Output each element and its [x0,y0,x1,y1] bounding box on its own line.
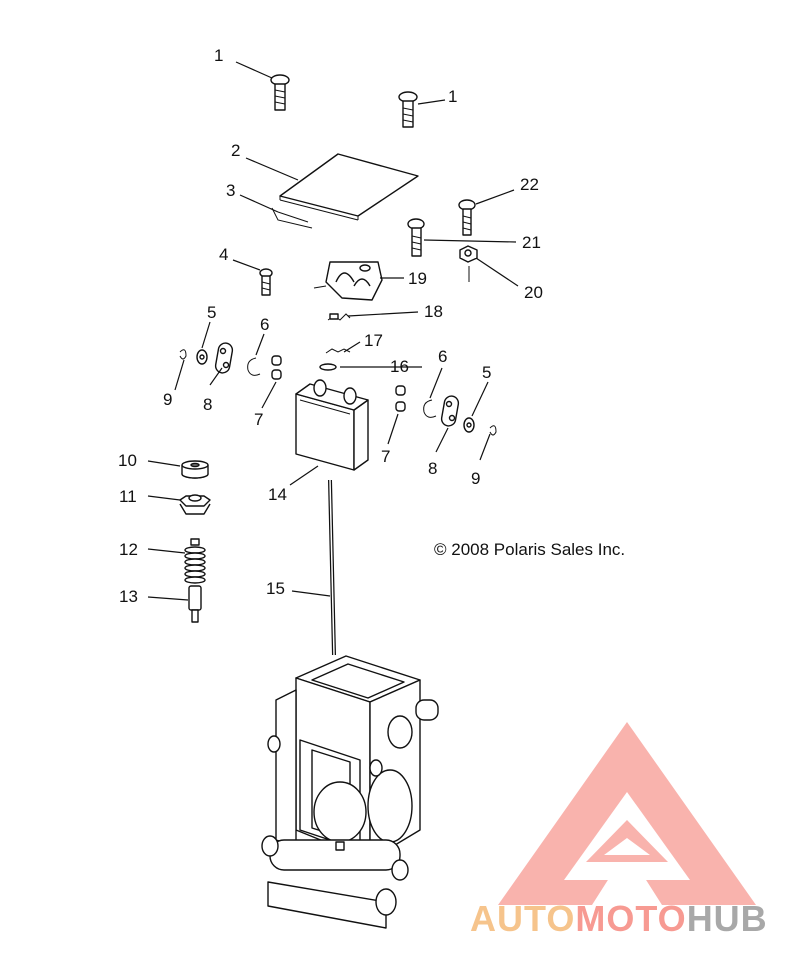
watermark-triangle-logo [498,722,756,905]
bushing-part-7-right [395,385,406,412]
callout-18: 18 [424,302,443,321]
bushing-part-7-left [271,355,282,380]
bracket-part-19 [313,261,383,301]
callout-3: 3 [226,181,235,200]
callout-9-right: 9 [471,469,480,488]
callout-1-left: 1 [214,46,223,65]
callout-1-right: 1 [448,87,457,106]
screw-part-22 [458,199,476,236]
callout-5-left: 5 [207,303,216,322]
washer-part-5-right [463,417,475,433]
clip-part-9-right [489,425,497,436]
watermark-moto: MOTO [575,898,687,939]
washer-part-5-left [196,349,208,365]
callout-8-left: 8 [203,395,212,414]
callout-5-right: 5 [482,363,491,382]
callout-10: 10 [118,451,137,470]
clip-part-9-left [179,349,187,360]
slide-valve-part-14 [295,379,369,471]
clip-part-6-left [247,357,261,376]
screw-part-4 [259,268,273,296]
callout-20: 20 [524,283,543,302]
cap-part-10 [181,460,209,479]
callout-7-left: 7 [254,410,263,429]
callout-19: 19 [408,269,427,288]
callout-4: 4 [219,245,228,264]
screw-part-1-left [270,74,290,111]
clip-part-17 [325,348,351,354]
leader-lines [147,61,519,601]
spring-clip-part-18 [327,313,351,321]
callout-14: 14 [268,485,287,504]
needle-part-15 [328,479,336,656]
watermark-logo-text: AUTOMOTOHUB [470,898,768,940]
carburetor-body [261,655,439,929]
nut-part-11 [179,494,211,515]
callout-22: 22 [520,175,539,194]
link-part-8-left [214,342,234,374]
link-part-8-right [440,395,460,427]
watermark-auto: AUTO [470,898,576,939]
callout-11: 11 [119,487,137,506]
callout-6-right: 6 [438,347,447,366]
callout-2: 2 [231,141,240,160]
nut-part-20 [459,245,478,282]
callout-6-left: 6 [260,315,269,334]
callout-16: 16 [390,357,409,376]
callout-12: 12 [119,540,138,559]
callout-15: 15 [266,579,285,598]
callout-17: 17 [364,331,383,350]
callout-7-right: 7 [381,447,390,466]
screw-part-1-right [398,91,418,128]
watermark-hub: HUB [686,898,768,939]
plate-part-2 [279,153,419,221]
callout-8-right: 8 [428,459,437,478]
screw-part-21 [407,218,425,257]
disc-part-16 [319,363,337,371]
copyright-notice: © 2008 Polaris Sales Inc. [434,540,626,559]
gasket-part-3 [271,207,313,229]
clip-part-6-right [423,399,437,418]
callout-21: 21 [522,233,541,252]
callout-9-left: 9 [163,390,172,409]
spring-part-12 [184,538,206,584]
jet-part-13 [188,585,202,623]
callout-labels: 1 1 2 3 4 5 6 9 8 7 10 11 12 13 14 15 16… [118,46,543,606]
callout-13: 13 [119,587,138,606]
